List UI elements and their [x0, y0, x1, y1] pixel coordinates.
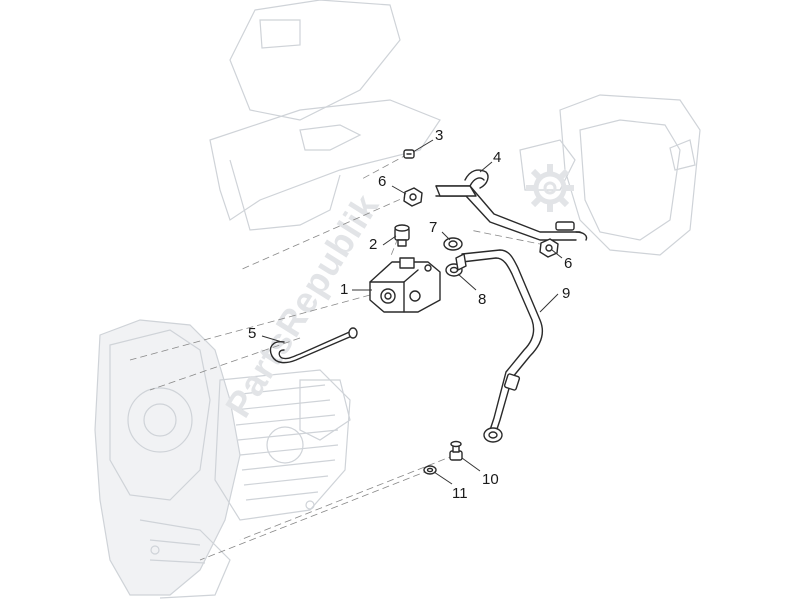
callout-11: 11	[452, 485, 468, 502]
callout-6-upper: 6	[378, 173, 386, 190]
assembly-dashed-lines	[129, 153, 546, 561]
callout-7: 7	[429, 219, 437, 236]
part-5-lower-hose	[269, 327, 358, 364]
part-2-sensor	[394, 224, 410, 247]
part-6-nut-right	[539, 238, 559, 258]
part-3-screw	[403, 149, 415, 159]
part-9-oil-pipe	[455, 249, 544, 443]
part-11-washer	[423, 465, 437, 475]
part-1-oil-pump	[369, 257, 441, 313]
callout-4: 4	[493, 149, 501, 166]
callout-3: 3	[435, 127, 443, 144]
callout-8: 8	[478, 291, 486, 308]
background-motorcycle-outline	[94, 0, 701, 599]
part-7-clamp	[443, 237, 463, 251]
gear-icon	[526, 164, 574, 212]
part-6-nut-upper	[403, 187, 423, 207]
callout-9: 9	[562, 285, 570, 302]
callout-labels: 1 2 3 4 5 6 6 7 8 9 10 11	[248, 127, 572, 502]
callout-6-right: 6	[564, 255, 572, 272]
part-10-banjo-bolt	[449, 440, 463, 461]
watermark-text: PartsRepublik	[217, 186, 387, 424]
callout-1: 1	[340, 281, 348, 298]
callout-10: 10	[482, 471, 499, 488]
callout-2: 2	[369, 236, 377, 253]
callout-leader-lines	[261, 139, 563, 485]
callout-5: 5	[248, 325, 256, 342]
